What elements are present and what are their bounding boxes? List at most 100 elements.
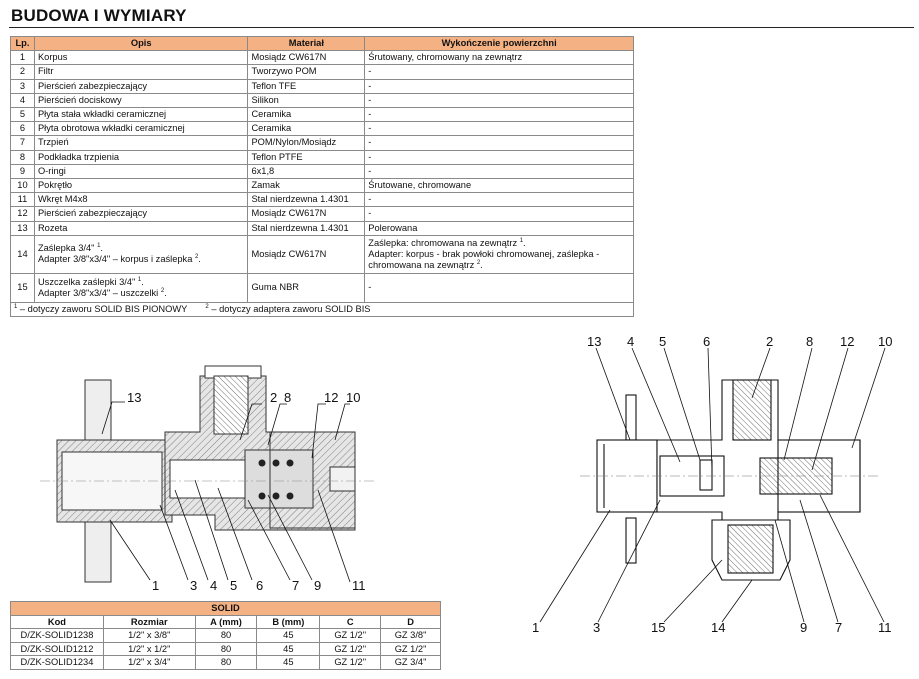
left-label-5: 5 [230, 578, 237, 593]
right-labels: 13 4 5 6 2 8 12 10 1 3 15 14 9 7 11 [532, 334, 892, 635]
right-label-11: 11 [878, 620, 892, 635]
header-finish: Wykończenie powierzchni [364, 35, 634, 52]
cell-b: 45 [256, 655, 321, 670]
opis-line: Zaślepka 3/4" [37, 243, 98, 254]
left-labels: 13 2 8 12 10 1 3 4 5 6 7 9 11 [127, 390, 366, 593]
finish-end: . [523, 237, 526, 248]
cell-finish: - [364, 64, 634, 80]
parts-header-row: Lp. Opis Materiał Wykończenie powierzchn… [10, 35, 634, 52]
cell-kod: D/ZK-SOLID1234 [10, 655, 104, 670]
dims-group-title: SOLID [10, 601, 441, 616]
left-rosette-top [84, 379, 112, 441]
dims-header-d: D [380, 614, 441, 629]
footnote-text-1: – dotyczy zaworu SOLID BIS PIONOWY [17, 303, 188, 314]
left-label-13: 13 [127, 390, 141, 405]
cell-material: Guma NBR [247, 272, 366, 303]
footnote-mark: 1 [97, 243, 101, 250]
left-label-6: 6 [256, 578, 263, 593]
left-rosette-bottom [84, 521, 112, 583]
left-cartridge [244, 449, 314, 509]
right-label-5: 5 [659, 334, 666, 349]
footnote-mark: 2 [160, 287, 165, 294]
right-leaders [539, 347, 886, 623]
cell-finish: - [364, 92, 634, 109]
cell-lp: 2 [10, 64, 35, 80]
left-label-4: 4 [210, 578, 217, 593]
footnote-text-2: – dotyczy adaptera zaworu SOLID BIS [208, 303, 371, 314]
footnote-mark: 1 [137, 276, 142, 283]
parts-table: Lp. Opis Materiał Wykończenie powierzchn… [10, 35, 634, 318]
right-label-4: 4 [627, 334, 634, 349]
footnote-row: 1 – dotyczy zaworu SOLID BIS PIONOWY 2 –… [10, 301, 634, 318]
cell-lp: 10 [10, 178, 35, 194]
cell-opis: Pierścień zabezpieczający [33, 206, 249, 222]
right-filter [732, 379, 772, 441]
left-label-11: 11 [352, 578, 366, 593]
right-label-9: 9 [800, 620, 807, 635]
dims-header-row: Kod Rozmiar A (mm) B (mm) C D [10, 614, 441, 629]
header-material: Materiał [247, 35, 366, 52]
right-rosette-bottom [625, 517, 637, 564]
dims-header-rozmiar: Rozmiar [102, 614, 196, 629]
right-adapter-inner [727, 524, 774, 574]
finish-line: Adapter: korpus - brak powłoki chromowan… [368, 248, 600, 259]
footnote-mark: 2 [194, 254, 199, 261]
opis-line: Adapter 3/8"x3/4" – korpus i zaślepka [37, 254, 195, 265]
cell-opis: Pierścień dociskowy [33, 92, 249, 109]
right-ceramic-plates [699, 459, 713, 491]
cell-lp: 11 [10, 192, 35, 208]
opis-end: . [164, 287, 167, 298]
left-label-1: 1 [152, 578, 159, 593]
cell-material: Mosiądz CW617N [247, 206, 366, 222]
left-orings [258, 459, 294, 500]
left-label-12: 12 [324, 390, 338, 405]
dimensions-table: SOLID Kod Rozmiar A (mm) B (mm) C D D/ZK… [10, 601, 441, 670]
opis-end: . [198, 254, 201, 265]
cell-opis: Rozeta [33, 220, 249, 236]
cell-finish: Polerowana [364, 220, 634, 236]
right-label-10: 10 [878, 334, 892, 349]
footnote-mark: 1 [519, 237, 524, 244]
cell-material: Stal nierdzewna 1.4301 [247, 192, 366, 208]
cell-lp: 1 [10, 50, 35, 66]
dims-header-b: B (mm) [256, 614, 321, 629]
left-label-10: 10 [346, 390, 360, 405]
cell-lp: 15 [10, 272, 35, 303]
right-cross-section [580, 379, 880, 581]
cell-lp: 4 [10, 92, 35, 109]
left-inner-bore [169, 459, 251, 499]
cell-lp: 3 [10, 78, 35, 94]
left-screw-head [329, 466, 356, 492]
cell-finish: - [364, 78, 634, 94]
cell-lp: 8 [10, 149, 35, 165]
footnote-mark: 1 [14, 303, 18, 310]
cell-material: Mosiądz CW617N [247, 234, 366, 274]
right-label-13: 13 [587, 334, 601, 349]
right-label-3: 3 [593, 620, 600, 635]
footnote: 1 – dotyczy zaworu SOLID BIS PIONOWY 2 –… [10, 301, 634, 318]
opis-line: Adapter 3/8"x3/4" – uszczelki [37, 287, 161, 298]
cell-d: GZ 3/4" [380, 655, 441, 670]
left-cross-section [40, 365, 375, 583]
dims-group-row: SOLID [10, 601, 441, 616]
cell-opis: Zaślepka 3/4" 1. Adapter 3/8"x3/4" – kor… [33, 234, 249, 274]
left-label-9: 9 [314, 578, 321, 593]
cell-material: Stal nierdzewna 1.4301 [247, 220, 366, 236]
cell-opis: Płyta obrotowa wkładki ceramicznej [33, 121, 249, 137]
cell-material: Ceramika [247, 107, 366, 123]
right-label-8: 8 [806, 334, 813, 349]
right-label-2: 2 [766, 334, 773, 349]
cell-lp: 14 [10, 234, 35, 274]
cell-material: Teflon TFE [247, 78, 366, 94]
